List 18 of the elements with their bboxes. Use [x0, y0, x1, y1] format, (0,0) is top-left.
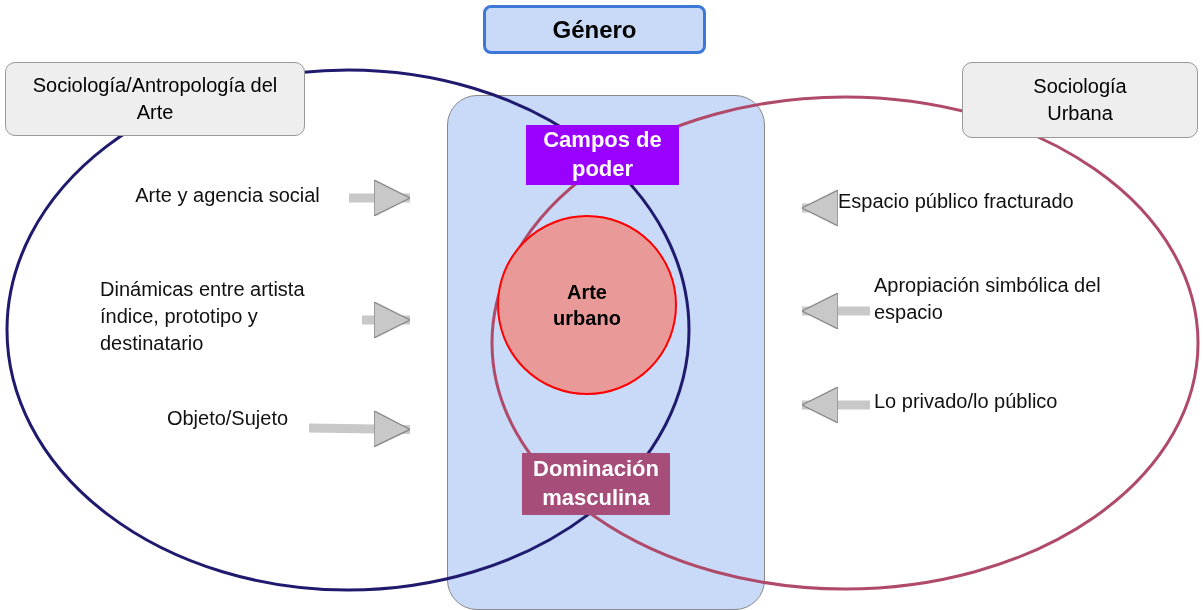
block-arrow [349, 179, 411, 217]
concept-label: Arte y agencia social [110, 182, 345, 212]
block-arrow [308, 410, 411, 448]
block-arrow [801, 292, 870, 330]
concept-label: Lo privado/lo público [874, 388, 1104, 418]
concept-label: Objeto/Sujeto [150, 405, 305, 435]
concept-label: Espacio público fracturado [838, 188, 1133, 218]
concept-tag: Dominación masculina [522, 453, 670, 515]
concept-tag: Campos de poder [526, 125, 679, 185]
concept-label: Dinámicas entre artista índice, prototipo y destinatario [100, 276, 358, 360]
concept-label: Apropiación simbólica del espacio [874, 272, 1159, 330]
discipline-box: Sociología/Antropología del Arte [5, 62, 305, 136]
block-arrow [801, 189, 839, 227]
discipline-box: Sociología Urbana [962, 62, 1198, 138]
heading-box: Género [483, 5, 706, 54]
circle-node: Arte urbano [497, 215, 677, 395]
block-arrow [801, 386, 870, 424]
block-arrow [362, 301, 411, 339]
